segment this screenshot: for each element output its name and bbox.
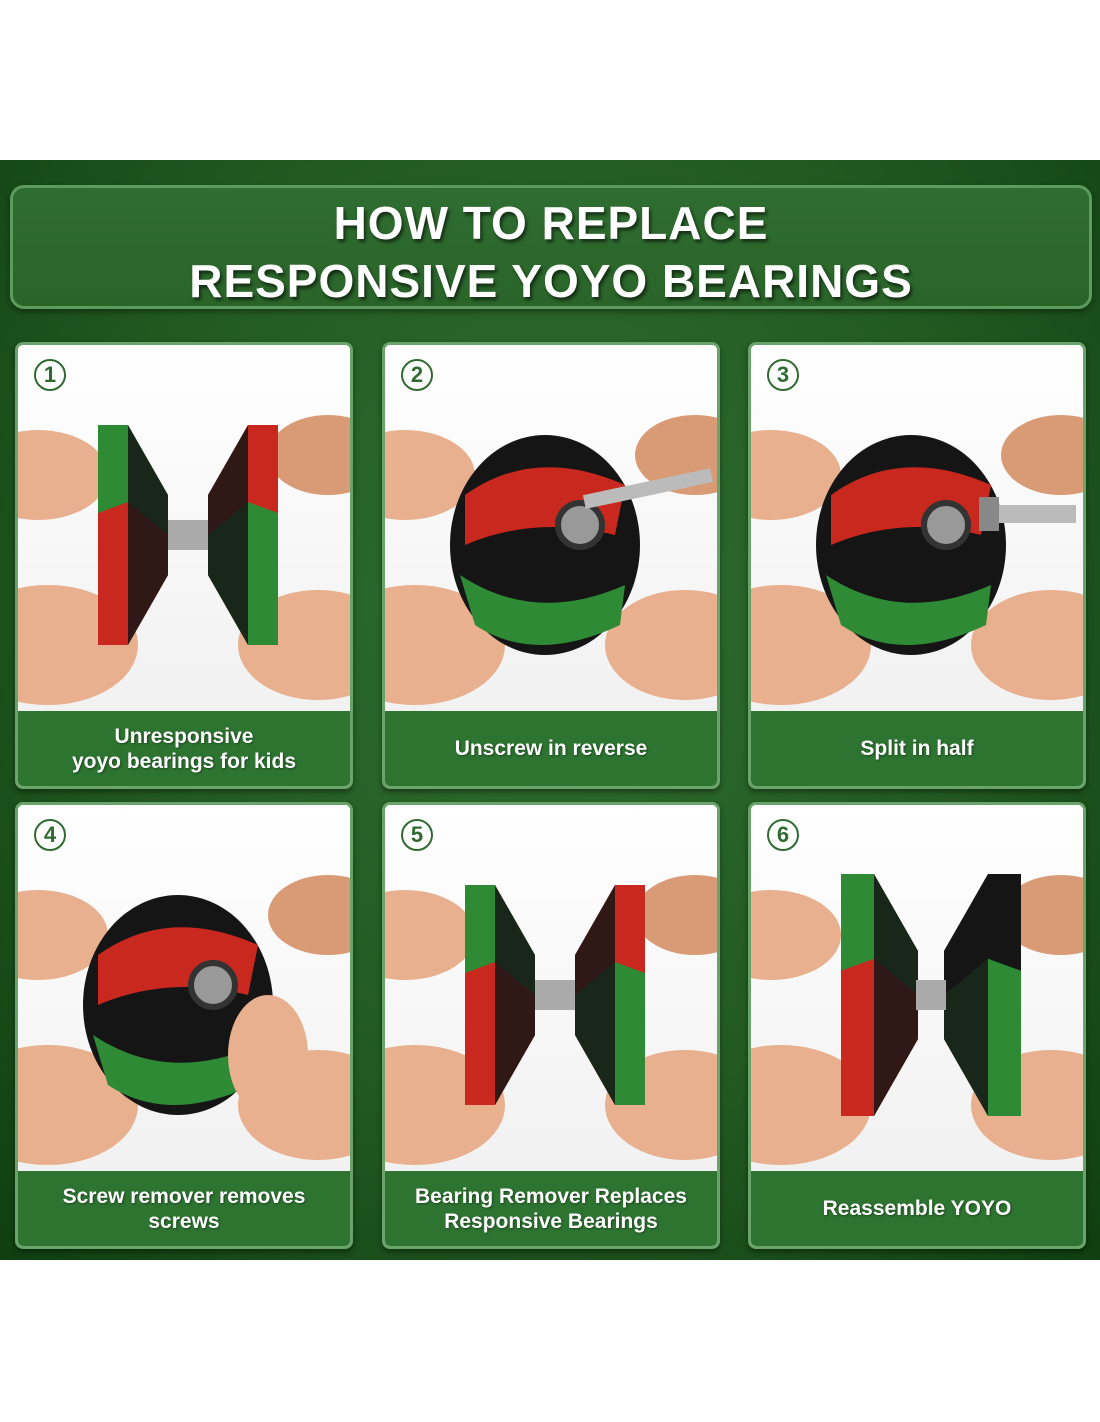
- step-card-6: 6 Reassemble YOYO: [748, 802, 1086, 1249]
- step-number-badge: 5: [401, 819, 433, 851]
- step-number-badge: 3: [767, 359, 799, 391]
- yoyo-unscrew-photo: [385, 345, 717, 711]
- yoyo-two-halves-photo: [18, 345, 350, 711]
- step-number-badge: 2: [401, 359, 433, 391]
- step-number-badge: 6: [767, 819, 799, 851]
- step-caption: Screw remover removes screws: [18, 1171, 350, 1246]
- step-number-badge: 4: [34, 819, 66, 851]
- title-banner: HOW TO REPLACE RESPONSIVE YOYO BEARINGS: [10, 185, 1092, 309]
- step-card-4: 4 Screw remover removes screws: [15, 802, 353, 1249]
- yoyo-split-photo: [751, 345, 1083, 711]
- step-card-2: 2 Unscrew in reverse: [382, 342, 720, 789]
- step-caption: Reassemble YOYO: [751, 1171, 1083, 1246]
- yoyo-assembled-photo: [751, 805, 1083, 1171]
- step-card-5: 5 Bearing Remover Replaces Responsive Be…: [382, 802, 720, 1249]
- step-caption: Bearing Remover Replaces Responsive Bear…: [385, 1171, 717, 1246]
- page-title: HOW TO REPLACE RESPONSIVE YOYO BEARINGS: [13, 194, 1089, 310]
- step-card-3: 3 Split in half: [748, 342, 1086, 789]
- step-caption: Split in half: [751, 711, 1083, 786]
- step-number-badge: 1: [34, 359, 66, 391]
- screw-remover-photo: [18, 805, 350, 1171]
- step-caption: Unscrew in reverse: [385, 711, 717, 786]
- title-line-2: RESPONSIVE YOYO BEARINGS: [189, 255, 913, 307]
- step-card-1: 1 Unresponsive yoyo bearings for kids: [15, 342, 353, 789]
- bearing-replace-photo: [385, 805, 717, 1171]
- step-caption: Unresponsive yoyo bearings for kids: [18, 711, 350, 786]
- title-line-1: HOW TO REPLACE: [333, 197, 769, 249]
